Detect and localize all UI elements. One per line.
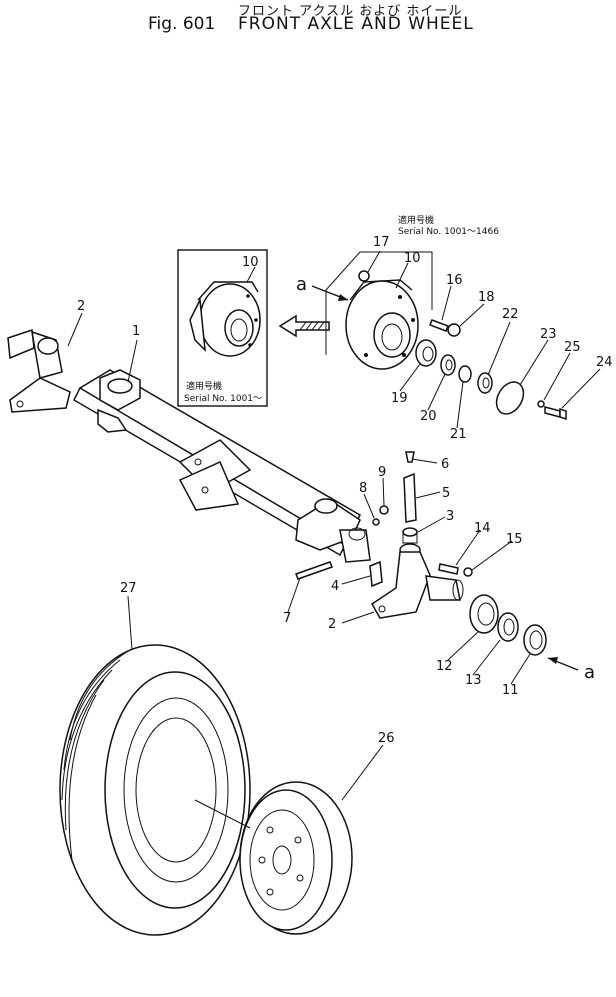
part-13-bearing bbox=[497, 612, 519, 642]
part-12-seal bbox=[469, 594, 499, 634]
part-23-cap bbox=[495, 381, 525, 415]
serial-bracket-line bbox=[325, 251, 433, 355]
callout-5: 5 bbox=[442, 486, 450, 501]
callout-10-inset: 10 bbox=[242, 255, 259, 270]
part-14-bolt bbox=[438, 563, 459, 575]
callout-12: 12 bbox=[436, 659, 453, 674]
view-marker-bottom: a bbox=[584, 662, 595, 683]
callout-17: 17 bbox=[373, 235, 390, 250]
callout-2-right: 2 bbox=[328, 617, 336, 632]
callout-14: 14 bbox=[474, 521, 491, 536]
part-22-nut bbox=[477, 372, 493, 394]
knuckle-left bbox=[7, 328, 71, 413]
part-18-nut bbox=[447, 323, 461, 337]
part-20-washer bbox=[440, 354, 456, 376]
figure-label: Fig. 601 bbox=[148, 14, 216, 34]
hatched-arrow bbox=[278, 314, 330, 338]
part-8-washer bbox=[372, 518, 380, 526]
diagram-title: FRONT AXLE AND WHEEL bbox=[238, 14, 474, 34]
part-11-bearing bbox=[523, 624, 547, 656]
part-15-washer bbox=[463, 567, 473, 577]
top-serial-number: Serial No. 1001～1466 bbox=[398, 227, 499, 237]
callout-6: 6 bbox=[441, 457, 449, 472]
view-marker-top: a bbox=[296, 274, 307, 295]
callout-16: 16 bbox=[446, 273, 463, 288]
callout-20: 20 bbox=[420, 409, 437, 424]
callout-18: 18 bbox=[478, 290, 495, 305]
view-arrowhead-top bbox=[338, 294, 348, 301]
part-7-bolt bbox=[295, 561, 333, 580]
tire-rim-centerline bbox=[194, 799, 251, 829]
tire bbox=[59, 644, 251, 936]
part-9-nut bbox=[379, 505, 389, 515]
part-5-king-pin bbox=[403, 472, 417, 523]
callout-8: 8 bbox=[359, 481, 367, 496]
inset-hub-drawing bbox=[189, 281, 261, 357]
callout-labels: 1 2 2 3 4 5 6 7 8 9 10 10 11 12 13 14 15… bbox=[77, 235, 613, 746]
callout-22: 22 bbox=[502, 307, 519, 322]
leader-lines bbox=[67, 250, 601, 801]
part-21-lock-washer bbox=[458, 365, 472, 383]
callout-27: 27 bbox=[120, 581, 137, 596]
callout-21: 21 bbox=[450, 427, 467, 442]
japanese-title: フロント アクスル および ホイール bbox=[238, 4, 463, 19]
wheel-hub bbox=[345, 279, 419, 370]
knuckle-right bbox=[371, 543, 464, 619]
callout-23: 23 bbox=[540, 327, 557, 342]
part-25-washer bbox=[537, 400, 545, 408]
callout-4: 4 bbox=[331, 579, 339, 594]
callout-15: 15 bbox=[506, 532, 523, 547]
callout-1: 1 bbox=[132, 324, 140, 339]
callout-26: 26 bbox=[378, 731, 395, 746]
part-16-stud bbox=[429, 319, 449, 332]
callout-25: 25 bbox=[564, 340, 581, 355]
callout-10: 10 bbox=[404, 251, 421, 266]
part-3-bushing bbox=[402, 527, 418, 544]
inset-applicable-jp: 適用号機 bbox=[186, 380, 222, 392]
view-arrowhead-bottom bbox=[548, 657, 558, 664]
callout-3: 3 bbox=[446, 509, 454, 524]
callout-13: 13 bbox=[465, 673, 482, 688]
callout-7: 7 bbox=[283, 611, 291, 626]
part-17-nut bbox=[358, 270, 370, 282]
callout-9: 9 bbox=[378, 465, 386, 480]
callout-11: 11 bbox=[502, 683, 519, 698]
part-19-bearing bbox=[415, 339, 437, 367]
inset-serial-number: Serial No. 1001～ bbox=[184, 394, 262, 404]
callout-2-left: 2 bbox=[77, 299, 85, 314]
top-applicable-jp: 適用号機 bbox=[398, 214, 434, 226]
callout-24: 24 bbox=[596, 355, 613, 370]
part-4-bushing bbox=[369, 560, 383, 588]
part-24-bolt bbox=[544, 406, 567, 421]
part-6-grease-nipple bbox=[405, 451, 415, 463]
inset-frame bbox=[177, 249, 268, 407]
axle-beam bbox=[73, 369, 371, 563]
wheel-rim bbox=[239, 781, 353, 935]
callout-19: 19 bbox=[391, 391, 408, 406]
